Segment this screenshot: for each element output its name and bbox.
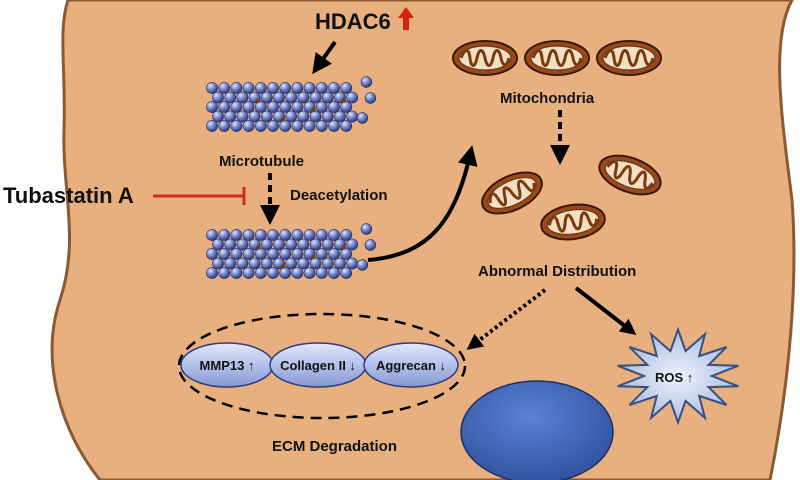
microtubule-top (206, 76, 377, 132)
ros-starburst (617, 326, 739, 426)
ecm-marker-collagen: Collagen II ↓ (280, 358, 356, 373)
ros-label: ROS ↑ (655, 370, 693, 385)
ecm-marker-mmp13: MMP13 ↑ (200, 358, 255, 373)
deacetylation-label: Deacetylation (290, 187, 388, 204)
ecm-marker-aggrecan: Aggrecan ↓ (376, 358, 446, 373)
hdac6-up-arrow-icon (398, 7, 414, 30)
microtubule-bottom (206, 223, 377, 279)
ecm-markers: MMP13 ↑ Collagen II ↓ Aggrecan ↓ (180, 342, 459, 388)
tubastatin-label: Tubastatin A (3, 183, 134, 208)
nucleus (460, 380, 614, 480)
hdac6-arrow (312, 40, 337, 75)
ecm-dashed-ellipse (177, 312, 467, 420)
mitochondria-label: Mitochondria (500, 90, 595, 107)
abnormal-distribution-label: Abnormal Distribution (478, 263, 636, 280)
mitochondria-group (451, 39, 663, 77)
microtubule-label: Microtubule (219, 153, 304, 170)
hdac6-label: HDAC6 (315, 9, 391, 34)
ecm-degradation-label: ECM Degradation (272, 438, 397, 455)
ros-arrow (574, 286, 637, 335)
curved-arrow (367, 145, 478, 262)
